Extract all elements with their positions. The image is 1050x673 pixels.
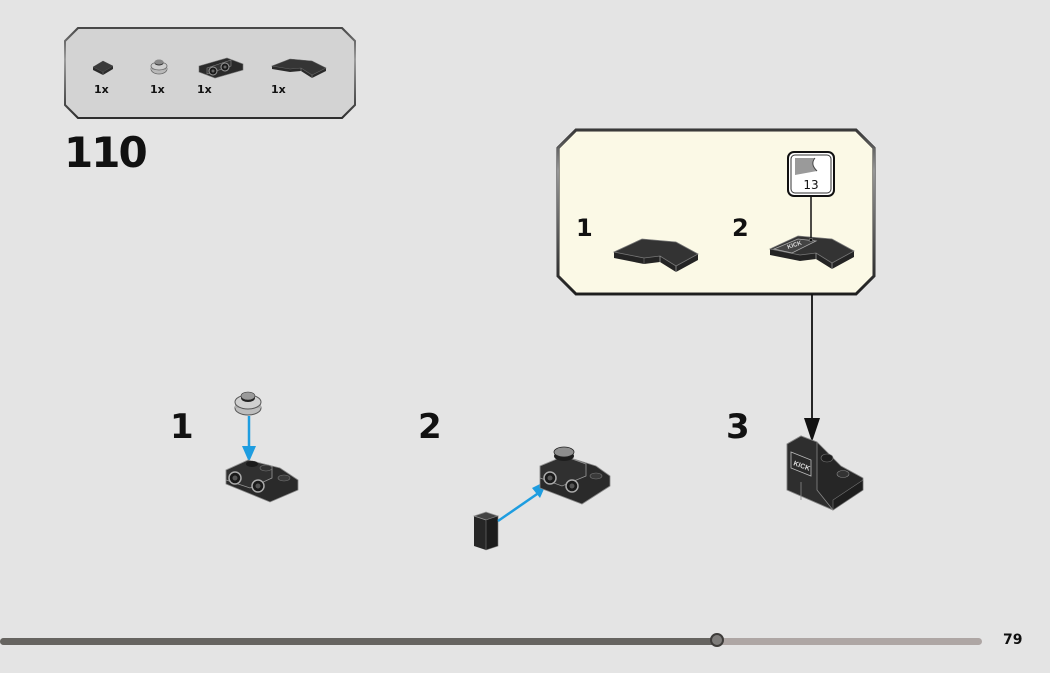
corner-tile-icon [270,58,327,78]
tile-1x1-brick [472,511,500,551]
round-plate-brick [234,391,262,416]
kick-sticker-face [790,451,812,477]
bracket-with-plate-brick [539,446,611,505]
part-corner-tile [270,57,328,83]
tile-1x1-icon [92,60,114,75]
sticker-number: 13 [803,178,819,192]
substep-2-illustration [472,446,611,551]
part-tile-1x1 [92,60,114,80]
round-plate-icon [150,59,168,75]
parts-list-box: 1x 1x 1x 1x [64,27,356,119]
part-bracket [197,56,245,84]
blue-arrow-down [242,416,256,462]
part-round-plate [150,58,168,80]
sticker-badge: 13 [787,151,835,197]
bracket-brick [225,459,299,503]
part-qty: 1x [197,83,212,96]
part-qty: 1x [150,83,165,96]
page-number: 79 [1003,632,1023,648]
substep-1-label: 1 [170,407,194,447]
progress-fill [0,638,717,645]
callout-substep-1-label: 1 [576,214,593,242]
sticker-leader-line [810,196,812,238]
part-qty: 1x [94,83,109,96]
callout-arrow [804,294,820,442]
substep-3-illustration: KICK [786,435,864,511]
substep-3-label: 3 [726,407,750,447]
part-qty: 1x [271,83,286,96]
sticker-text: KICK [787,240,803,250]
substep-1-illustration [225,391,299,503]
kick-sticker [772,238,818,254]
progress-knob[interactable] [710,633,724,647]
corner-tile-with-sticker: KICK [768,235,855,269]
bracket-icon [198,57,244,79]
step-number: 110 [64,128,148,177]
callout-substep-2-label: 2 [732,214,749,242]
kick-assembly-brick: KICK [786,435,864,511]
substep-2-label: 2 [418,407,442,447]
corner-tile-brick [612,238,699,272]
